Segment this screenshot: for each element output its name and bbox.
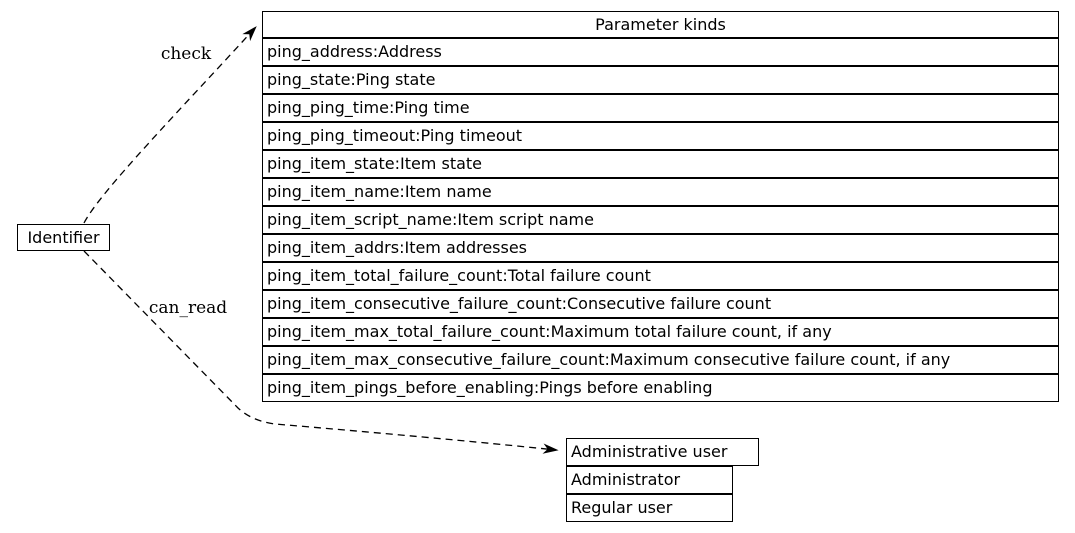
table-row: ping_item_pings_before_enabling:Pings be… <box>262 374 1059 402</box>
edge-label-check: check <box>160 44 212 64</box>
table-row: ping_item_addrs:Item addresses <box>262 234 1059 262</box>
edge-label-can-read: can_read <box>148 298 228 318</box>
table-row: ping_item_total_failure_count:Total fail… <box>262 262 1059 290</box>
table-row: Administrator <box>566 466 733 494</box>
table-row: ping_item_name:Item name <box>262 178 1059 206</box>
identifier-node: Identifier <box>17 224 110 251</box>
table-row: ping_item_script_name:Item script name <box>262 206 1059 234</box>
parameter-kinds-table: Parameter kinds ping_address:Address pin… <box>262 11 1059 402</box>
edge-check-line <box>83 26 257 224</box>
table-row: Regular user <box>566 494 733 522</box>
table-row: ping_item_state:Item state <box>262 150 1059 178</box>
table-row: ping_item_max_consecutive_failure_count:… <box>262 346 1059 374</box>
table-row: ping_ping_time:Ping time <box>262 94 1059 122</box>
table-row: ping_address:Address <box>262 38 1059 66</box>
parameter-kinds-title: Parameter kinds <box>262 11 1059 38</box>
table-row: ping_item_consecutive_failure_count:Cons… <box>262 290 1059 318</box>
edge-can-read-line <box>83 250 559 454</box>
administrative-user-title: Administrative user <box>566 438 759 466</box>
table-row: ping_ping_timeout:Ping timeout <box>262 122 1059 150</box>
table-row: ping_item_max_total_failure_count:Maximu… <box>262 318 1059 346</box>
table-row: ping_state:Ping state <box>262 66 1059 94</box>
